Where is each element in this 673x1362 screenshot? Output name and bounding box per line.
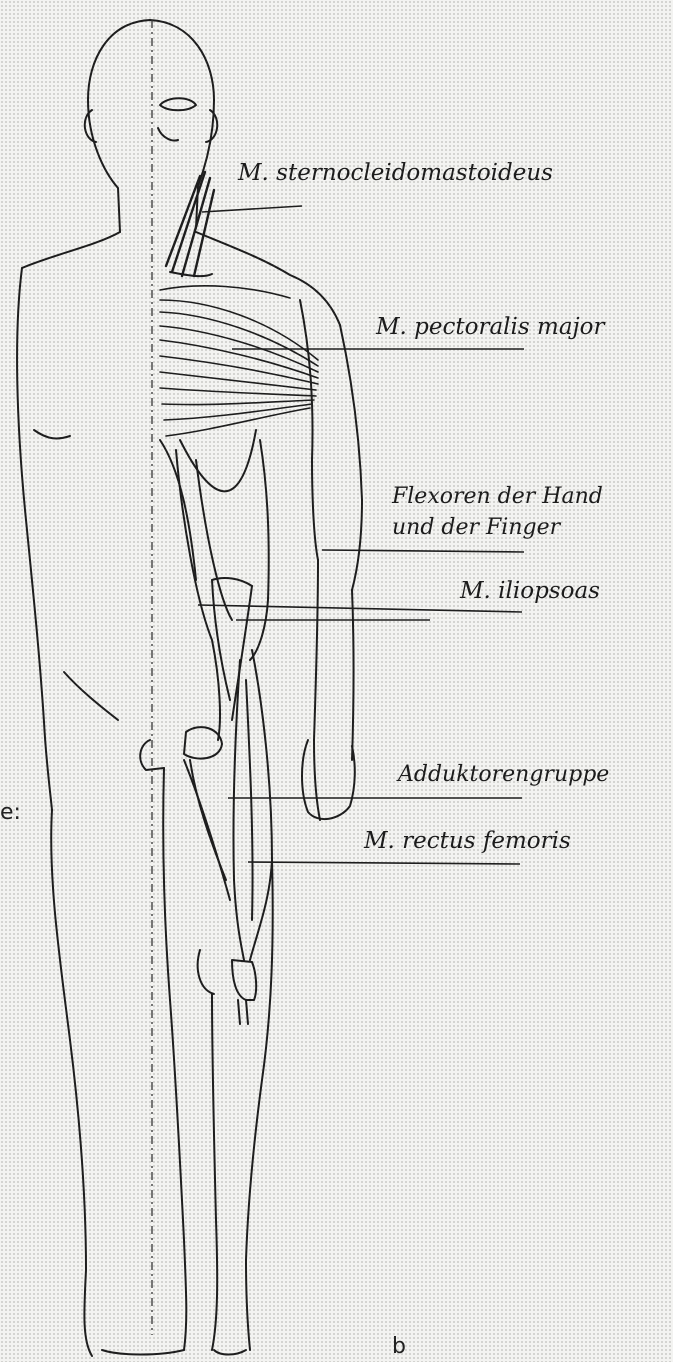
- panel-letter: b: [392, 1334, 406, 1359]
- leader-sternocleidomastoideus: [202, 206, 302, 212]
- right-hand: [302, 740, 355, 819]
- label-rectus-femoris: M. rectus femoris: [364, 826, 571, 856]
- label-pectoralis-major: M. pectoralis major: [376, 312, 605, 342]
- label-sternocleidomastoideus: M. sternocleidomastoideus: [238, 158, 553, 188]
- right-shoulder: [196, 232, 340, 325]
- label-adduktorengruppe: Adduktorengruppe: [398, 760, 609, 790]
- leader-flexoren: [322, 550, 524, 552]
- leader-rectus-femoris: [248, 862, 520, 864]
- left-shoulder: [22, 232, 120, 268]
- rectus-femoris-outline: [250, 650, 272, 960]
- label-flexoren-line2: und der Finger: [392, 513, 560, 543]
- left-margin-fragment: e:: [0, 800, 21, 825]
- label-iliopsoas: M. iliopsoas: [460, 576, 600, 606]
- label-flexoren-line1: Flexoren der Hand: [392, 482, 603, 512]
- leader-iliopsoas-a: [198, 605, 522, 612]
